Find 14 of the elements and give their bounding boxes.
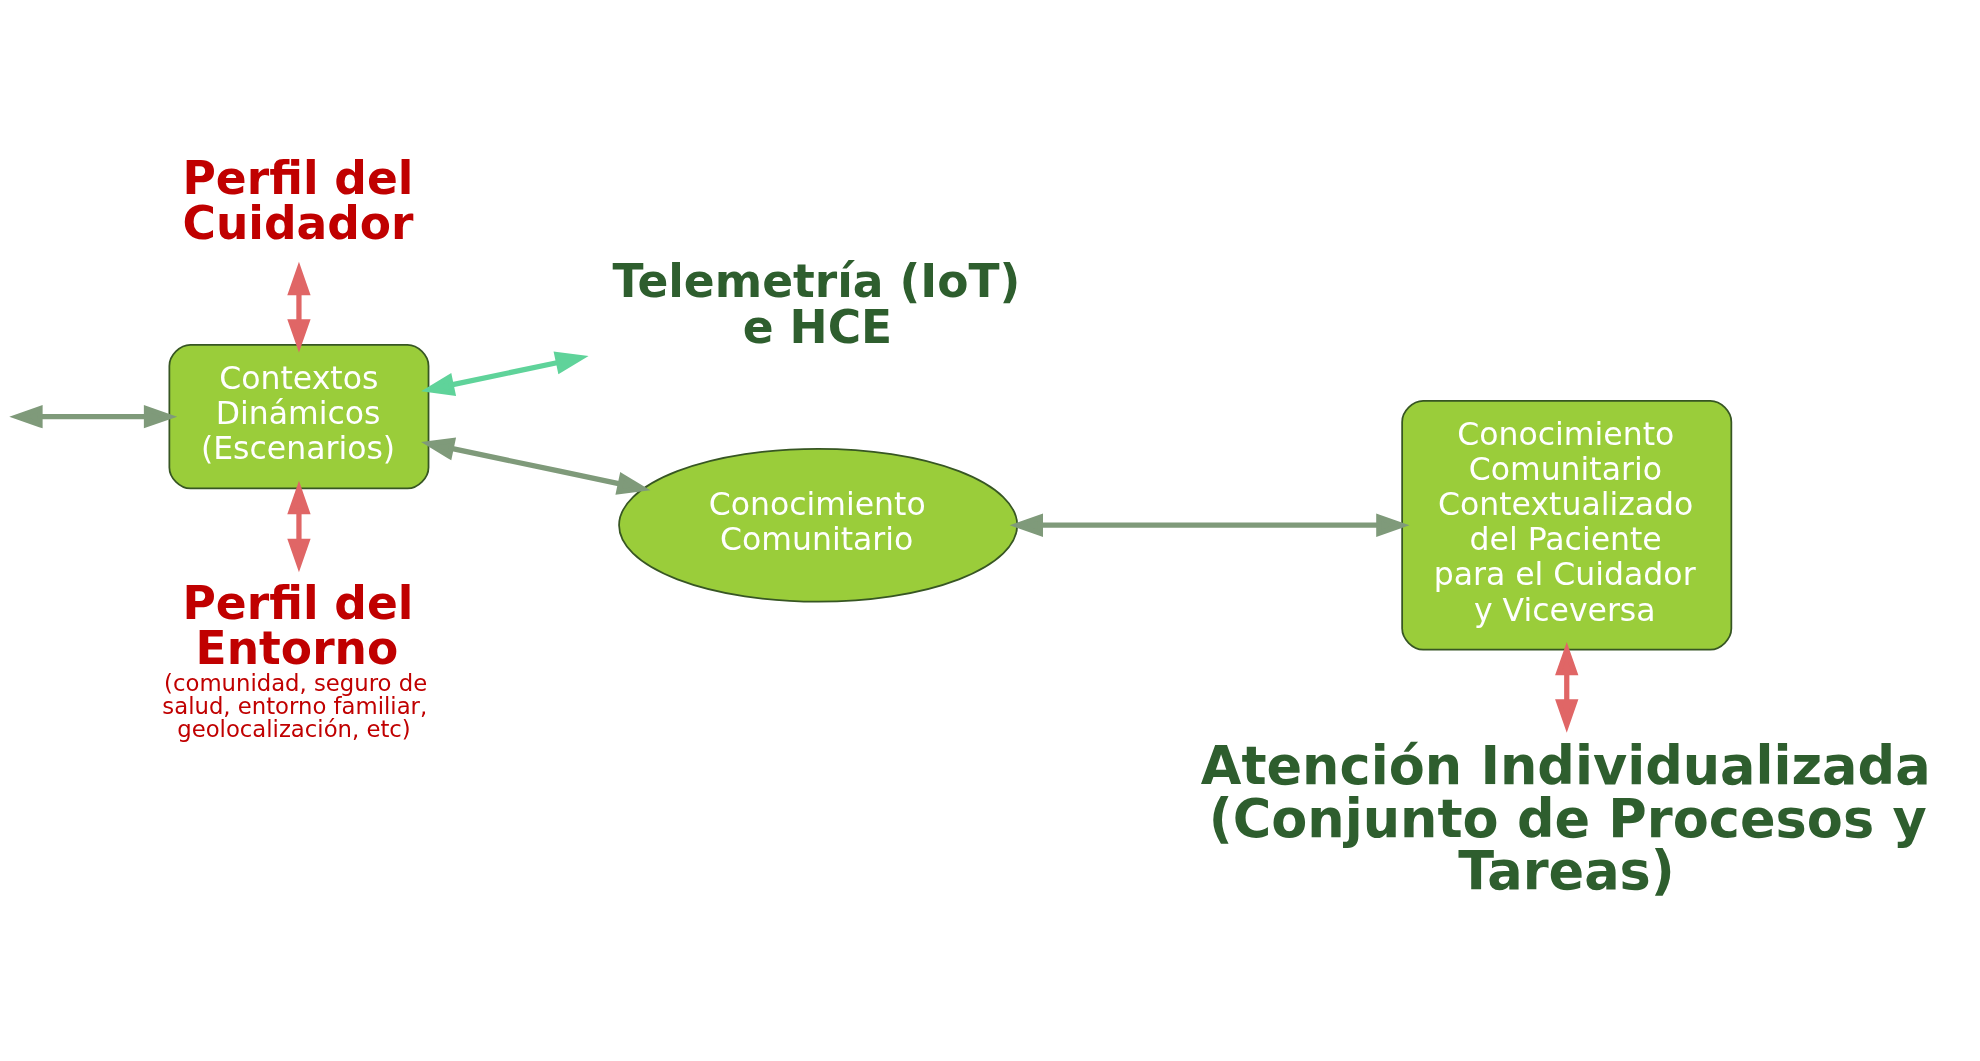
node-text: Telemetría (IoT) e HCE: [612, 255, 1021, 354]
arrow: [421, 351, 589, 396]
arrow: [287, 480, 311, 573]
arrow: [1555, 641, 1579, 733]
node-text: Perfil del Entorno (comunidad, seguro de salud, entorno familiar, geolocalización, etc): [162, 576, 428, 742]
arrow: [287, 261, 311, 353]
node-text: Atención Individualizada (Conjunto de Procesos y Tareas): [1200, 735, 1931, 902]
node-text: Perfil del Cuidador: [182, 151, 414, 251]
node-box: Contextos Dinámicos (Escenarios): [168, 344, 430, 490]
node-ellipse: Conocimiento Comunitario: [618, 447, 1019, 603]
arrow: [9, 405, 178, 429]
node-box: Conocimiento Comunitario Contextualizado del Paciente para el Cuidador y Viceversa: [1401, 400, 1733, 651]
arrow: [1009, 513, 1410, 537]
arrow: [421, 437, 651, 495]
